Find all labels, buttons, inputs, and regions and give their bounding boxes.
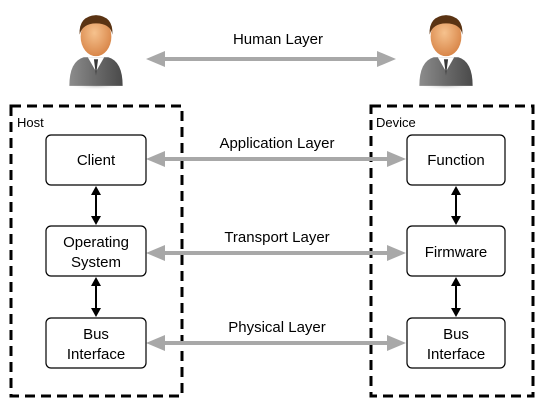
device-firmware-label: Firmware (425, 244, 488, 261)
device-user-icon (417, 15, 475, 90)
host-group-border (9, 104, 184, 398)
device-function-firmware-link (451, 186, 461, 225)
device-firmware-node: Firmware (406, 225, 506, 277)
transport-layer-label: Transport Layer (224, 229, 329, 246)
host-client-label: Client (77, 152, 116, 169)
device-bus-label-line1: Bus (443, 326, 469, 343)
application-layer-arrow (146, 151, 406, 167)
physical-layer-label: Physical Layer (228, 319, 326, 336)
device-bus-node: Bus Interface (406, 317, 506, 369)
device-bus-label-line2: Interface (427, 346, 485, 363)
host-os-label-line2: System (71, 254, 121, 271)
transport-layer-arrow (146, 245, 406, 261)
host-client-node: Client (45, 134, 147, 186)
device-title: Device (376, 115, 416, 130)
physical-layer-arrow (146, 335, 406, 351)
host-client-os-link (91, 186, 101, 225)
host-bus-label-line1: Bus (83, 326, 109, 343)
human-layer-arrow (146, 51, 396, 67)
human-layer-label: Human Layer (233, 31, 323, 48)
device-function-label: Function (427, 152, 485, 169)
host-user-icon (67, 15, 125, 90)
host-bus-node: Bus Interface (45, 317, 147, 369)
device-function-node: Function (406, 134, 506, 186)
host-os-node: Operating System (45, 225, 147, 277)
application-layer-label: Application Layer (219, 135, 334, 152)
host-title: Host (17, 115, 44, 130)
host-bus-label-line2: Interface (67, 346, 125, 363)
host-os-label-line1: Operating (63, 234, 129, 251)
host-os-bus-link (91, 277, 101, 317)
device-firmware-bus-link (451, 277, 461, 317)
